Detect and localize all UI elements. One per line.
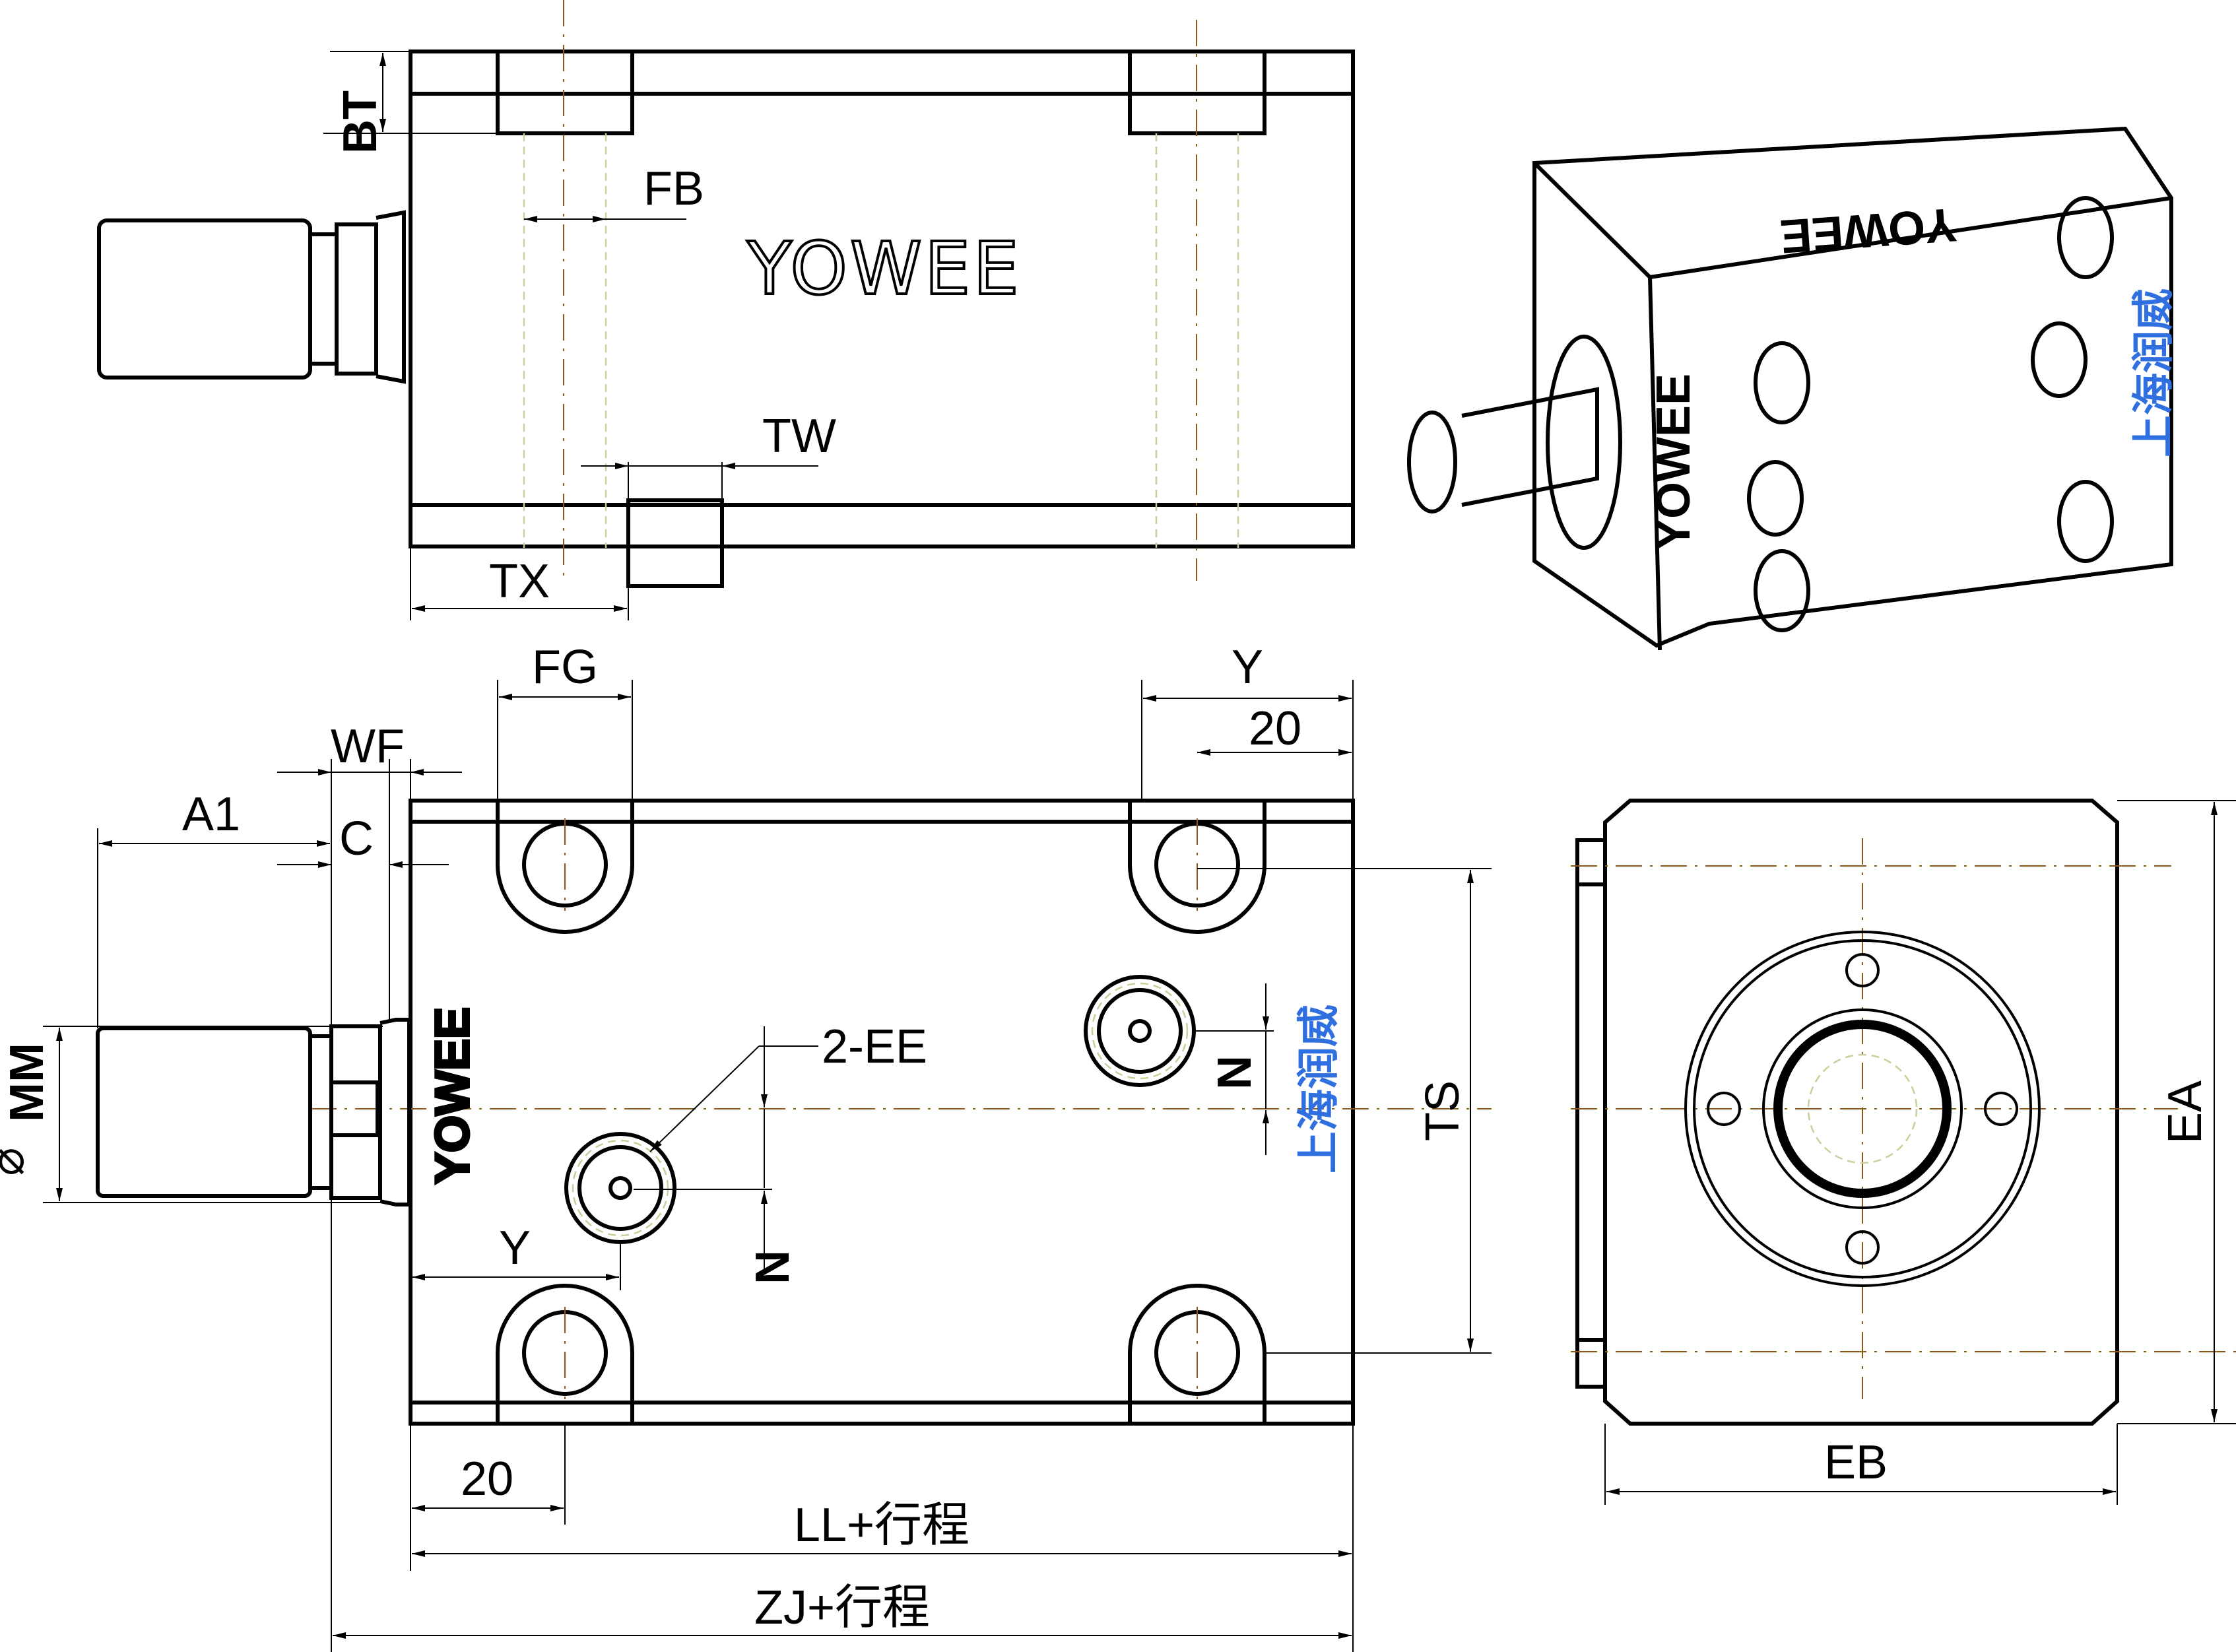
twenty-top-label: 20 — [1249, 702, 1301, 755]
end-view: EA EB — [1571, 799, 2236, 1505]
iso-flange — [1546, 335, 1622, 550]
iso-brand-cn: 上海润威 — [2130, 288, 2179, 457]
mm-label: MM — [1, 1043, 53, 1122]
top-rod — [97, 210, 406, 384]
top-lug-left — [496, 50, 634, 135]
n-right-label: N — [1208, 1055, 1261, 1090]
side-view: YOWEE 上海润威 FG Y 20 WF A1 C MM ⌀ — [0, 641, 1492, 1652]
fb-label: FB — [643, 162, 704, 215]
mounting-lugs — [496, 801, 1266, 1424]
top-body — [409, 50, 1355, 548]
side-brand-cn: 上海润威 — [1295, 1005, 1344, 1173]
wf-label: WF — [331, 720, 405, 773]
iso-brand-top: YOWEE — [1778, 198, 1958, 263]
y-top-label: Y — [1232, 641, 1263, 694]
zj-label: ZJ+行程 — [754, 1581, 930, 1634]
ll-label: LL+行程 — [794, 1499, 970, 1552]
side-body — [409, 799, 1355, 1426]
diameter-icon: ⌀ — [0, 1147, 34, 1175]
ee-label: 2-EE — [822, 1020, 927, 1073]
bt-label: BT — [334, 90, 387, 154]
top-view: YOWEE BT FB TW TX — [97, 0, 1355, 620]
y-left-label: Y — [499, 1222, 531, 1274]
ea-label: EA — [2159, 1080, 2212, 1144]
side-rod — [96, 1018, 411, 1206]
c-label: C — [339, 812, 374, 865]
iso-rod-end — [1407, 411, 1457, 513]
fg-label: FG — [532, 641, 598, 694]
iso-brand-side: YOWEE — [1647, 374, 1700, 550]
tx-label: TX — [489, 555, 550, 608]
a1-label: A1 — [182, 788, 240, 841]
twenty-bottom-label: 20 — [461, 1453, 513, 1505]
ts-label: TS — [1416, 1080, 1469, 1141]
isometric-view: YOWEE YOWEE 上海润威 — [1407, 126, 2179, 651]
top-brand: YOWEE — [746, 226, 1022, 311]
bottom-lug — [626, 498, 724, 588]
tw-label: TW — [762, 410, 836, 463]
eb-label: EB — [1824, 1436, 1888, 1489]
n-left-label: N — [746, 1250, 799, 1284]
side-brand: YOWEE — [426, 1007, 479, 1184]
